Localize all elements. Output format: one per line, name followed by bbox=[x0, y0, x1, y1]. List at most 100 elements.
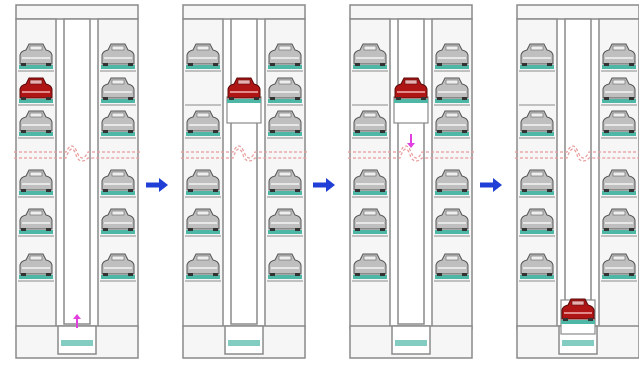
car-wheel bbox=[128, 63, 133, 66]
car-window bbox=[445, 171, 459, 177]
pallet bbox=[602, 191, 636, 195]
car-window bbox=[445, 210, 459, 216]
pallet bbox=[353, 65, 387, 69]
car-parked bbox=[186, 43, 220, 69]
car-wheel bbox=[437, 189, 442, 192]
car-wheel bbox=[295, 97, 300, 100]
transition-arrow-3 bbox=[480, 178, 502, 192]
car-target bbox=[227, 77, 261, 103]
car-body bbox=[268, 77, 302, 99]
car-parked bbox=[268, 110, 302, 136]
car-window bbox=[278, 45, 292, 51]
pallet bbox=[101, 65, 135, 69]
stage-4 bbox=[515, 4, 639, 359]
car-body bbox=[602, 208, 636, 230]
car-wheel bbox=[604, 273, 609, 276]
pallet bbox=[435, 275, 469, 279]
pallet bbox=[435, 65, 469, 69]
pallet bbox=[101, 191, 135, 195]
car-window bbox=[29, 210, 43, 216]
car-wheel bbox=[604, 63, 609, 66]
car-body bbox=[101, 208, 135, 230]
car-wheel bbox=[188, 189, 193, 192]
car-body bbox=[602, 169, 636, 191]
car-wheel bbox=[188, 63, 193, 66]
car-wheel bbox=[295, 273, 300, 276]
car-wheel bbox=[629, 228, 634, 231]
car-body bbox=[268, 169, 302, 191]
car-parked bbox=[101, 43, 135, 69]
car-wheel bbox=[128, 130, 133, 133]
car-wheel bbox=[588, 318, 593, 321]
car-parked bbox=[19, 43, 53, 69]
pallet bbox=[602, 65, 636, 69]
car-parked bbox=[602, 43, 636, 69]
car-wheel bbox=[46, 97, 51, 100]
car-body bbox=[101, 169, 135, 191]
lift-shaft bbox=[397, 18, 425, 325]
car-body bbox=[101, 253, 135, 275]
car-body bbox=[19, 77, 53, 99]
arrow-head bbox=[326, 178, 335, 192]
car-parked bbox=[19, 110, 53, 136]
arrow-head bbox=[159, 178, 168, 192]
top-beam bbox=[349, 4, 473, 20]
car-body bbox=[186, 169, 220, 191]
pallet bbox=[435, 230, 469, 234]
car-wheel bbox=[437, 273, 442, 276]
car-wheel bbox=[213, 273, 218, 276]
pallet bbox=[268, 275, 302, 279]
car-parked bbox=[602, 253, 636, 279]
car-window bbox=[363, 112, 377, 118]
car-wheel bbox=[295, 228, 300, 231]
car-window bbox=[237, 79, 251, 85]
car-window bbox=[278, 79, 292, 85]
top-beam bbox=[182, 4, 306, 20]
pallet bbox=[19, 191, 53, 195]
car-body bbox=[602, 43, 636, 65]
car-wheel bbox=[355, 189, 360, 192]
car-wheel bbox=[188, 273, 193, 276]
car-window bbox=[530, 112, 544, 118]
pallet bbox=[101, 275, 135, 279]
car-wheel bbox=[355, 130, 360, 133]
car-window bbox=[445, 79, 459, 85]
car-window bbox=[612, 45, 626, 51]
exit-pallet bbox=[61, 340, 93, 346]
car-parked bbox=[353, 253, 387, 279]
car-window bbox=[196, 210, 210, 216]
car-wheel bbox=[21, 189, 26, 192]
pallet bbox=[186, 65, 220, 69]
car-parked bbox=[602, 169, 636, 195]
pallet bbox=[435, 99, 469, 103]
car-body bbox=[353, 43, 387, 65]
car-wheel bbox=[355, 63, 360, 66]
lift-shaft bbox=[230, 18, 258, 325]
car-parked bbox=[520, 253, 554, 279]
car-window bbox=[196, 255, 210, 261]
car-window bbox=[445, 255, 459, 261]
pallet bbox=[227, 99, 261, 103]
car-window bbox=[111, 210, 125, 216]
pallet bbox=[186, 275, 220, 279]
car-window bbox=[363, 210, 377, 216]
pallet bbox=[394, 99, 428, 103]
car-parked bbox=[435, 253, 469, 279]
car-window bbox=[363, 171, 377, 177]
arrow-shaft bbox=[146, 182, 160, 188]
car-wheel bbox=[380, 130, 385, 133]
break-line bbox=[14, 145, 140, 159]
pallet bbox=[602, 132, 636, 136]
car-parked bbox=[435, 110, 469, 136]
car-body bbox=[520, 208, 554, 230]
car-body bbox=[19, 169, 53, 191]
car-wheel bbox=[522, 228, 527, 231]
pallet bbox=[435, 132, 469, 136]
pallet bbox=[268, 191, 302, 195]
car-wheel bbox=[270, 130, 275, 133]
car-wheel bbox=[437, 97, 442, 100]
pallet bbox=[353, 230, 387, 234]
car-parked bbox=[520, 110, 554, 136]
pallet bbox=[101, 99, 135, 103]
car-wheel bbox=[522, 63, 527, 66]
